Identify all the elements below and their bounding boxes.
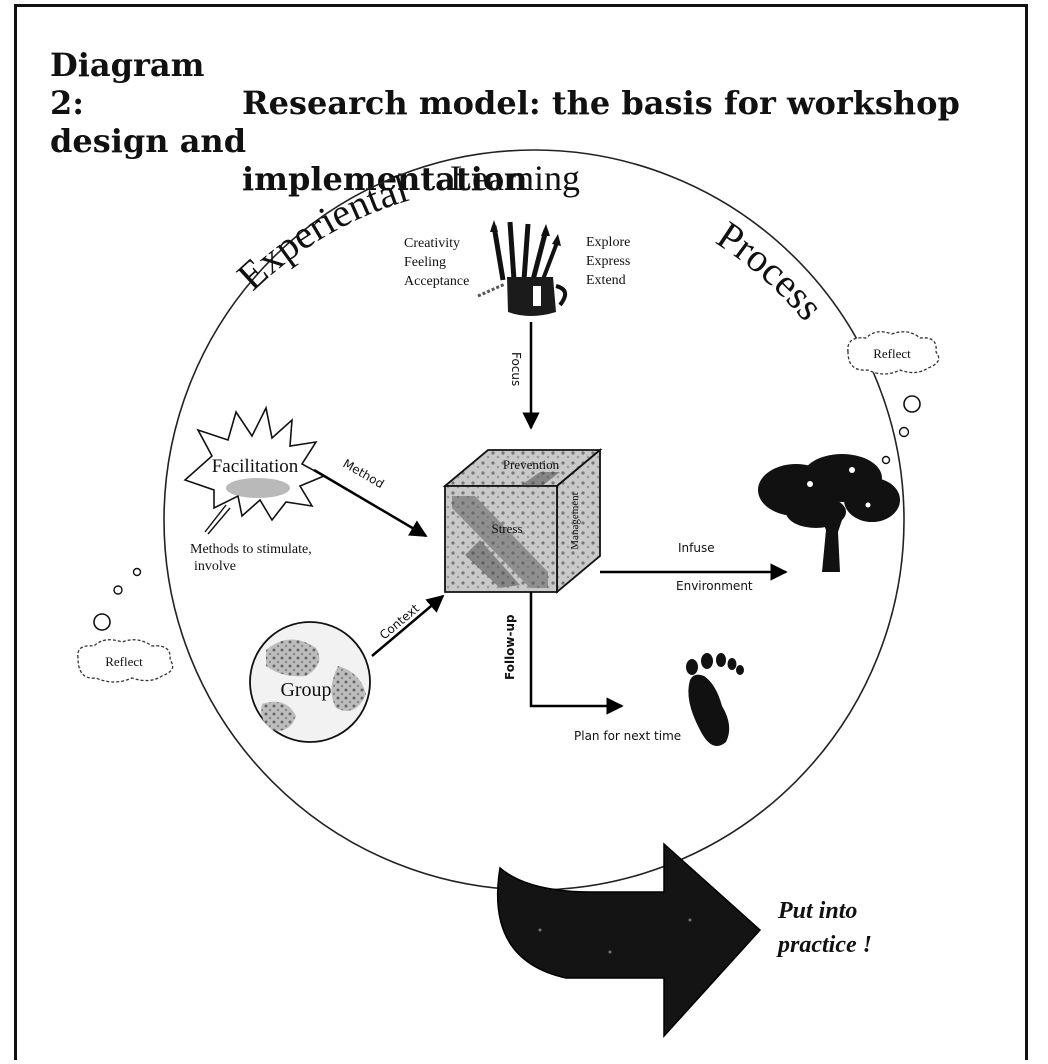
method-arrow-label: Method bbox=[341, 456, 387, 491]
infuse-label: Infuse bbox=[678, 541, 715, 555]
reflect-left-label: Reflect bbox=[105, 654, 143, 669]
focus-word-express: Express bbox=[586, 254, 630, 269]
pencil-cup-icon bbox=[478, 220, 565, 316]
cta-line-1: Put into bbox=[777, 898, 857, 924]
facilitation-caption-line2: involve bbox=[194, 559, 236, 574]
arc-label-process-text: Process bbox=[709, 212, 833, 328]
facilitation-label: Facilitation bbox=[212, 456, 299, 477]
focus-word-feeling: Feeling bbox=[404, 255, 446, 270]
follow-up-label: Follow-up bbox=[503, 614, 517, 680]
big-curved-arrow-icon bbox=[498, 844, 760, 1036]
focus-word-extend: Extend bbox=[586, 273, 626, 288]
arc-label-learning: Learning bbox=[450, 158, 580, 198]
reflect-right-label: Reflect bbox=[873, 346, 911, 361]
cube-side-label: Management bbox=[569, 492, 581, 549]
cube-top-label: Prevention bbox=[503, 457, 560, 472]
context-arrow-label: Context bbox=[377, 601, 422, 642]
follow-up-arrow bbox=[531, 592, 622, 706]
cube-front-label: Stress bbox=[491, 521, 522, 536]
focus-word-acceptance: Acceptance bbox=[404, 274, 469, 289]
arc-label-process: Process bbox=[709, 212, 833, 328]
plan-caption: Plan for next time bbox=[574, 729, 681, 743]
facilitation-caption-line1: Methods to stimulate, bbox=[190, 542, 312, 557]
tree-icon bbox=[758, 454, 900, 572]
focus-arrow-label: Focus bbox=[509, 352, 523, 386]
focus-word-creativity: Creativity bbox=[404, 236, 460, 251]
arc-label-text: Experiental bbox=[228, 166, 413, 299]
group-label: Group bbox=[280, 679, 331, 701]
environment-label: Environment bbox=[676, 579, 753, 593]
footprint-icon bbox=[686, 653, 744, 746]
focus-word-explore: Explore bbox=[586, 235, 630, 250]
cta-line-2: practice ! bbox=[776, 932, 872, 958]
arc-label-experiental: Experiental bbox=[228, 166, 413, 299]
